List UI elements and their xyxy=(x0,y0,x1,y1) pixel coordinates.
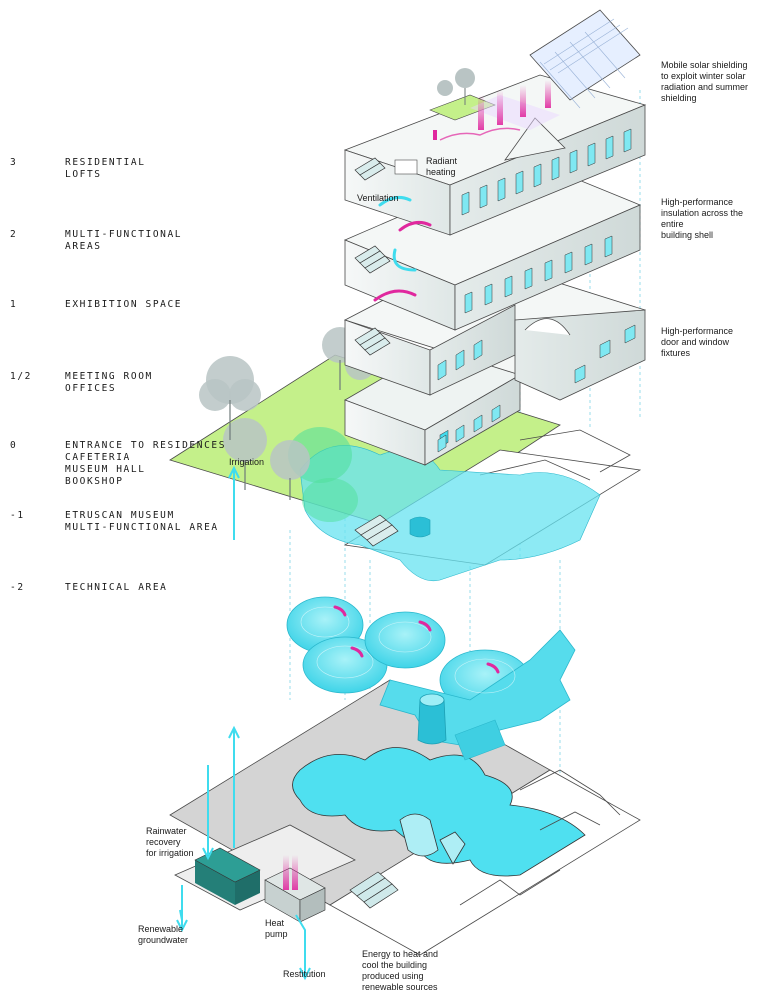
annotation-ventilation: Ventilation xyxy=(357,193,399,203)
level-minus1-number: -1 xyxy=(10,510,25,521)
pool-cyan-area xyxy=(292,747,586,877)
annotation-fixtures: High-performance door and window fixture… xyxy=(661,326,734,358)
museum-volume xyxy=(286,596,576,761)
water-flow-arrows xyxy=(176,725,311,981)
level-minus1-label: ETRUSCAN MUSEUM MULTI-FUNCTIONAL AREA xyxy=(65,510,219,533)
level-2-number: 2 xyxy=(10,229,18,240)
annotation-irrigation: Irrigation xyxy=(229,457,265,467)
annotation-radiant-heating: Radiant heating xyxy=(426,156,458,177)
level-0-label: ENTRANCE TO RESIDENCES CAFETERIA MUSEUM … xyxy=(65,440,227,487)
level-3-label: RESIDENTIAL LOFTS xyxy=(65,157,146,180)
level-3-number: 3 xyxy=(10,157,18,168)
technical-area-slab xyxy=(169,679,641,956)
level-half-number: 1/2 xyxy=(10,371,32,382)
level-0-number: 0 xyxy=(10,440,18,451)
level-minus2-label: TECHNICAL AREA xyxy=(65,582,168,593)
solar-panel xyxy=(529,9,641,109)
annotation-insulation: High-performance insulation across the e… xyxy=(661,197,744,240)
level-half-label: MEETING ROOM OFFICES xyxy=(65,371,153,394)
annotation-groundwater: Renewable groundwater xyxy=(138,924,189,945)
level-2-label: MULTI-FUNCTIONAL AREAS xyxy=(65,229,183,252)
annotation-solar-shielding: Mobile solar shielding to exploit winter… xyxy=(661,60,749,103)
annotation-energy: Energy to heat and cool the building pro… xyxy=(362,949,439,992)
multifunctional-volume xyxy=(343,159,642,331)
level-minus2-number: -2 xyxy=(10,582,25,593)
annotation-restitution: Restitution xyxy=(283,969,326,979)
annotation-rainwater: Rainwater recovery for irrigation xyxy=(146,826,194,858)
residential-volume xyxy=(343,68,647,236)
level-1-label: EXHIBITION SPACE xyxy=(65,299,183,310)
level-1-number: 1 xyxy=(10,299,18,310)
annotation-heat-pump: Heat pump xyxy=(265,918,288,939)
